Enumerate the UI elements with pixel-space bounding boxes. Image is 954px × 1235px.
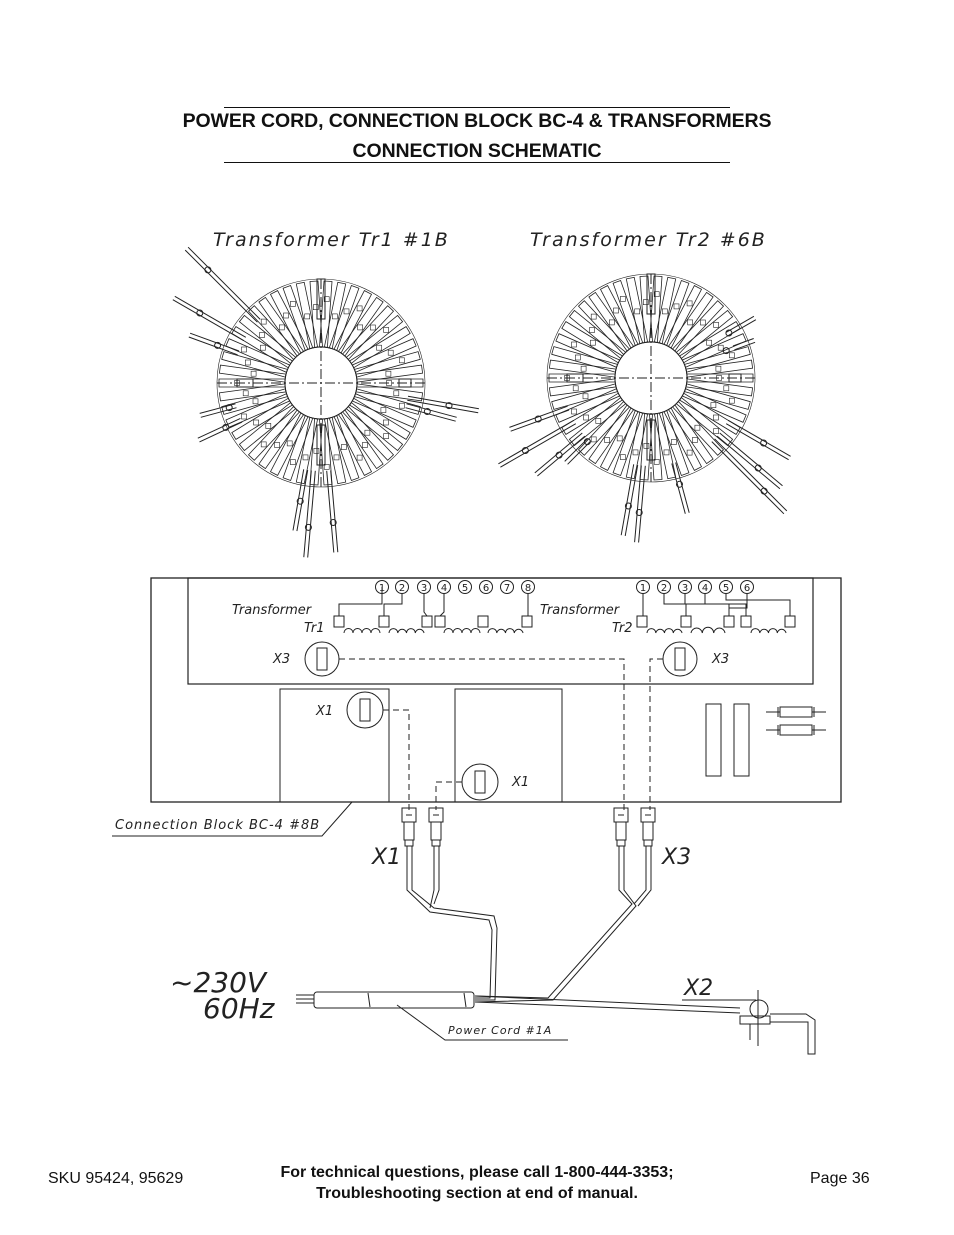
x1-upper-label: X1 [315, 704, 333, 719]
transformer-2-toroid [498, 273, 791, 543]
page-title-line-1: POWER CORD, CONNECTION BLOCK BC-4 & TRAN… [182, 110, 772, 132]
connection-block-label: Connection Block BC-4 #8B [115, 818, 320, 833]
dashed-wiring [339, 658, 663, 810]
resistor-top [766, 706, 826, 718]
svg-text:4: 4 [441, 583, 447, 594]
transformer-2-label: Transformer Tr2 #6B [530, 229, 767, 251]
svg-text:8: 8 [525, 583, 531, 594]
svg-text:3: 3 [421, 583, 427, 594]
block-tr2-label-b: Tr2 [612, 621, 633, 636]
sku-text: SKU 95424, 95629 [48, 1170, 184, 1187]
transformer-windings [333, 587, 796, 634]
svg-text:3: 3 [682, 583, 688, 594]
transformer-1-toroid [172, 246, 479, 558]
fuse-holder-left [705, 703, 722, 777]
center-compartment [454, 688, 563, 803]
svg-text:6: 6 [744, 583, 750, 594]
block-tr1-label-a: Transformer [232, 603, 313, 618]
cord-wires [406, 846, 741, 1014]
svg-text:7: 7 [504, 583, 510, 594]
svg-text:2: 2 [661, 583, 667, 594]
x3-left-label: X3 [272, 652, 290, 667]
svg-text:6: 6 [483, 583, 489, 594]
transformer-1-label: Transformer Tr1 #1B [213, 229, 450, 251]
page-title-line-2: CONNECTION SCHEMATIC [352, 140, 602, 162]
page-number: Page 36 [810, 1170, 870, 1187]
svg-text:1: 1 [640, 583, 646, 594]
frequency-label: 60Hz [203, 992, 276, 1025]
x1-lower-connector [461, 763, 499, 801]
plug-x1-label: X1 [371, 845, 401, 870]
block-tr1-label-b: Tr1 [304, 621, 325, 636]
plug-terminals [401, 807, 656, 847]
support-line-2: Troubleshooting section at end of manual… [316, 1185, 638, 1202]
power-cord-leader [396, 1004, 568, 1041]
left-compartment [279, 688, 390, 803]
fuse-holder-right [733, 703, 750, 777]
svg-text:5: 5 [723, 583, 729, 594]
resistor-bottom [766, 724, 826, 736]
connection-block-leader [112, 801, 353, 837]
x2-label: X2 [683, 976, 713, 1001]
svg-text:5: 5 [462, 583, 468, 594]
voltage-label: ~230V [170, 966, 268, 999]
title-bottom-rule [224, 162, 730, 163]
title-top-rule [224, 107, 730, 108]
block-tr2-label-a: Transformer [540, 603, 621, 618]
plug-x3-label: X3 [661, 845, 691, 870]
x3-right-connector [662, 641, 698, 677]
support-line-1: For technical questions, please call 1-8… [280, 1164, 674, 1181]
terminal-strip-panel [187, 577, 814, 685]
x1-lower-label: X1 [511, 775, 529, 790]
support-text: For technical questions, please call 1-8… [0, 1162, 954, 1204]
x3-right-label: X3 [711, 652, 729, 667]
power-cord [296, 991, 475, 1009]
svg-text:2: 2 [399, 583, 405, 594]
tr2-terminal-numbers: 1 2 3 4 5 6 [636, 580, 754, 594]
svg-text:4: 4 [702, 583, 708, 594]
ground-terminal [739, 990, 816, 1055]
x1-upper-connector [346, 691, 384, 729]
power-cord-label: Power Cord #1A [448, 1024, 552, 1037]
x3-left-connector [304, 641, 340, 677]
